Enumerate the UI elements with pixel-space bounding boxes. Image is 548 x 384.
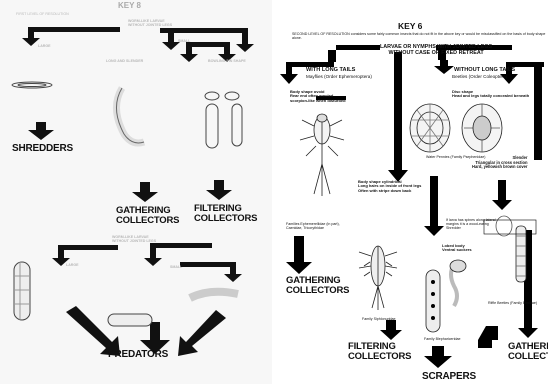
left-worm-header-2: WORM-LIKE LARVAE WITHOUT JOINTED LEGS [112, 236, 156, 243]
lobed-body-description: Lobed body Ventral suckers [442, 244, 472, 253]
spiny-margin-note: If larva has spines along lateral margin… [446, 218, 496, 230]
left-small-label-2: SMALL [170, 266, 182, 270]
with-long-tails-label: WITH LONG TAILS [306, 68, 355, 74]
right-key-panel: KEY 6 SECOND LEVEL OF RESOLUTION conside… [272, 0, 548, 384]
right-header: LARVAE OR NYMPHS WITH JOINTED LEGS WITHO… [380, 44, 492, 56]
left-level-text: FIRST LEVEL OF RESOLUTION [16, 13, 69, 17]
beetles-sublabel: Beetles (Order Coleoptera) [452, 75, 507, 80]
left-diagram-graphics [0, 0, 272, 384]
families-caption: Families Ephemerellidae (in part), Caeni… [286, 222, 340, 230]
left-predators-label: PREDATORS [108, 350, 168, 360]
left-bowling-pin-label: BOWLING PIN SHAPE [208, 60, 246, 64]
slender-description: Slender Triangular in cross section Hard… [472, 156, 528, 170]
left-worm-header: WORM-LIKE LARVAE WITHOUT JOINTED LEGS [128, 20, 172, 27]
mayflies-sublabel: Mayflies (Order Ephemeroptera) [306, 75, 372, 80]
left-large-label-2: LARGE [66, 264, 79, 268]
gathering-collectors-label-2: GATHERING COLLECTORS [508, 342, 548, 362]
left-large-label: LARGE [38, 45, 51, 49]
left-gathering-label: GATHERING COLLECTORS [116, 206, 179, 226]
filtering-collectors-label: FILTERING COLLECTORS [348, 342, 411, 362]
scrapers-label: SCRAPERS [422, 372, 476, 382]
left-filtering-label: FILTERING COLLECTORS [194, 204, 257, 224]
right-key-title: KEY 6 [398, 22, 422, 31]
right-intro-text: SECOND LEVEL OF RESOLUTION considers som… [292, 32, 546, 40]
left-small-label: SMALL [178, 40, 190, 44]
disc-description: Disc shape Head and legs totally conceal… [452, 90, 529, 99]
siphlonuridae-caption: Family Siphlonuridae [362, 318, 396, 322]
left-long-slender-label: LONG AND SLENDER [106, 60, 143, 64]
ovoid-description: Body shape ovoid Rear end often erected … [290, 90, 346, 103]
left-shredders-label: SHREDDERS [12, 144, 73, 154]
blephariceridae-caption: Family Blephariceridae [424, 338, 461, 342]
riffle-beetles-caption: Riffle Beetles (Family Elmidae) [488, 302, 537, 306]
left-key-title: KEY 8 [118, 2, 141, 10]
without-long-tails-label: WITHOUT LONG TAILS [454, 68, 515, 74]
left-key-panel: KEY 8 FIRST LEVEL OF RESOLUTION WORM-LIK… [0, 0, 272, 384]
gathering-collectors-label: GATHERING COLLECTORS [286, 276, 349, 296]
cylindrical-description: Body shape cylindrical Long hairs on ins… [358, 180, 421, 193]
